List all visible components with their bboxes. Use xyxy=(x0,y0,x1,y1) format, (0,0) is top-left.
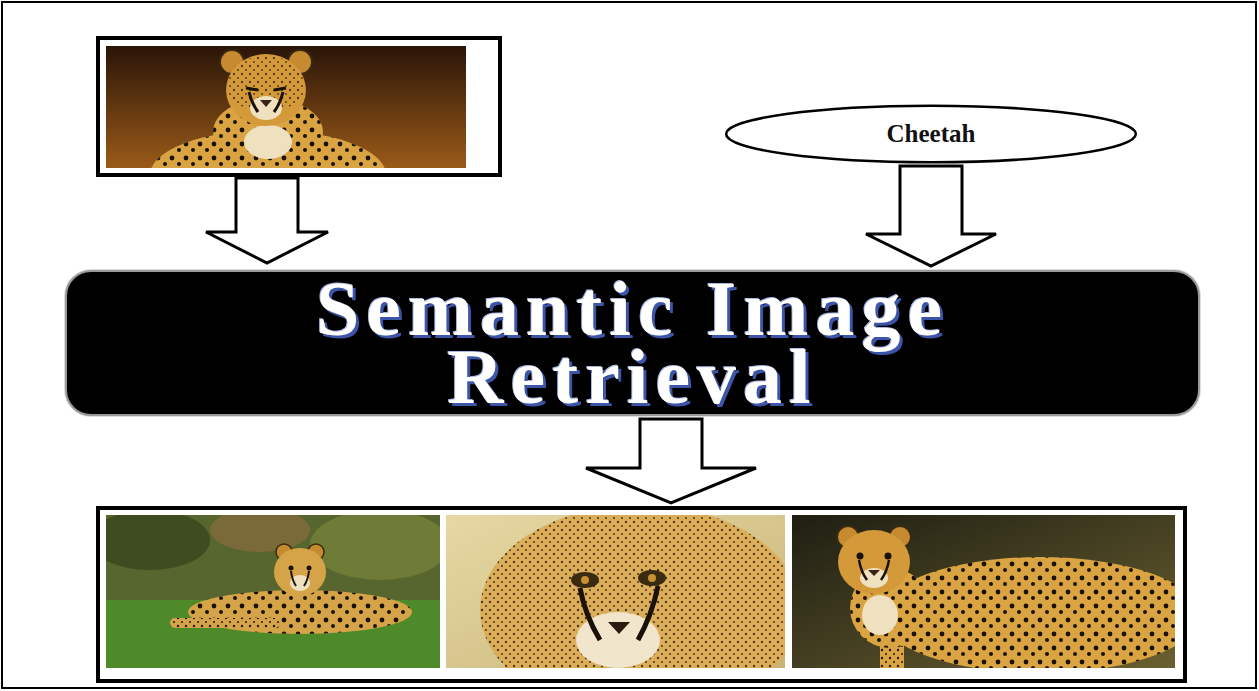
query-arrow xyxy=(866,166,996,266)
process-title: Semantic Image Retrieval xyxy=(272,275,994,411)
query-image-frame xyxy=(98,38,500,175)
query-label: Cheetah xyxy=(887,120,976,148)
result-photo-lying-cheetah xyxy=(106,515,440,668)
result-photo-cheetah-face xyxy=(446,515,785,668)
retrieval-process-box: Semantic Image Retrieval xyxy=(65,270,1200,416)
result-photo-standing-cheetah xyxy=(792,515,1175,668)
query-text-ellipse: Cheetah xyxy=(722,104,1140,164)
query-cheetah-photo xyxy=(106,46,466,168)
input-arrow xyxy=(206,178,328,263)
output-arrow xyxy=(586,419,756,503)
